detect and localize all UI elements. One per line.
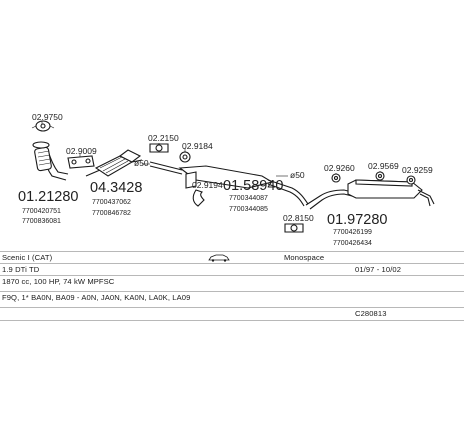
clamp-02-9750-icon[interactable] bbox=[31, 120, 55, 132]
clamp-02-9194-icon[interactable] bbox=[192, 189, 205, 207]
fitting-label-02-9750: 02.9750 bbox=[32, 112, 63, 122]
part-code-01-21280: 01.21280 bbox=[18, 189, 78, 205]
table-bottom-rule bbox=[0, 320, 464, 321]
info-row-codes: F9Q, 1* BA0N, BA09 - A0N, JA0N, KA0N, LA… bbox=[0, 291, 464, 303]
center-silencer-part[interactable] bbox=[149, 161, 309, 207]
catalog-number-text: C280813 bbox=[355, 309, 387, 318]
part-ref: 7700344087 bbox=[229, 195, 268, 202]
part-ref: 7700344085 bbox=[229, 206, 268, 213]
gasket-02-9009-icon[interactable] bbox=[67, 155, 95, 169]
part-ref: 7700846782 bbox=[92, 210, 131, 217]
fitting-label-02-9184: 02.9184 bbox=[182, 141, 213, 151]
info-row-engine: 1.9 DTi TD 01/97 - 10/02 bbox=[0, 263, 464, 275]
rear-silencer-part[interactable] bbox=[305, 179, 435, 210]
vehicle-silhouette-icon bbox=[208, 254, 230, 265]
catalytic-converter-part[interactable] bbox=[85, 149, 143, 177]
fitting-label-02-9194: 02.9194 bbox=[192, 180, 223, 190]
pipe-size-label: ø50 bbox=[290, 170, 305, 180]
part-ref: 7700836081 bbox=[22, 218, 61, 225]
clamp-02-8150-icon[interactable] bbox=[284, 223, 304, 233]
note-label: Monospace bbox=[284, 253, 325, 262]
part-ref: 7700437062 bbox=[92, 199, 131, 206]
pipe-size-label: ø50 bbox=[134, 158, 149, 168]
model-text: Scenic I (CAT) bbox=[2, 253, 53, 262]
fitting-label-02-2150: 02.2150 bbox=[148, 133, 179, 143]
spec-text: 1870 cc, 100 HP, 74 kW MPFSC bbox=[2, 277, 115, 286]
hanger-02-9259-icon[interactable] bbox=[406, 175, 416, 185]
part-code-01-97280: 01.97280 bbox=[327, 212, 387, 228]
fitting-label-02-9259: 02.9259 bbox=[402, 165, 433, 175]
front-downpipe-part[interactable] bbox=[32, 141, 69, 181]
info-row-spec: 1870 cc, 100 HP, 74 kW MPFSC bbox=[0, 275, 464, 287]
years-text: 01/97 - 10/02 bbox=[355, 265, 402, 274]
engine-text: 1.9 DTi TD bbox=[2, 265, 40, 274]
clamp-02-2150-icon[interactable] bbox=[149, 143, 169, 153]
hanger-02-9569-icon[interactable] bbox=[375, 171, 385, 181]
exhaust-system-diagram: 02.9750 02.9009 02.2150 02.9184 02.9194 … bbox=[18, 112, 435, 247]
fitting-label-02-8150: 02.8150 bbox=[283, 213, 314, 223]
part-ref: 7700426434 bbox=[333, 240, 372, 247]
fitting-label-02-9260: 02.9260 bbox=[324, 163, 355, 173]
hanger-02-9260-icon[interactable] bbox=[331, 173, 341, 183]
engine-codes-text: F9Q, 1* BA0N, BA09 - A0N, JA0N, KA0N, LA… bbox=[2, 293, 191, 302]
info-row-catalog: C280813 bbox=[0, 307, 464, 319]
part-code-04-3428: 04.3428 bbox=[90, 180, 142, 196]
fitting-label-02-9569: 02.9569 bbox=[368, 161, 399, 171]
part-ref: 7700420751 bbox=[22, 208, 61, 215]
part-code-01-58940: 01.58940 bbox=[223, 178, 283, 194]
part-ref: 7700426199 bbox=[333, 229, 372, 236]
fitting-label-02-9009: 02.9009 bbox=[66, 146, 97, 156]
info-row-model: Scenic I (CAT) Monospace bbox=[0, 251, 464, 263]
